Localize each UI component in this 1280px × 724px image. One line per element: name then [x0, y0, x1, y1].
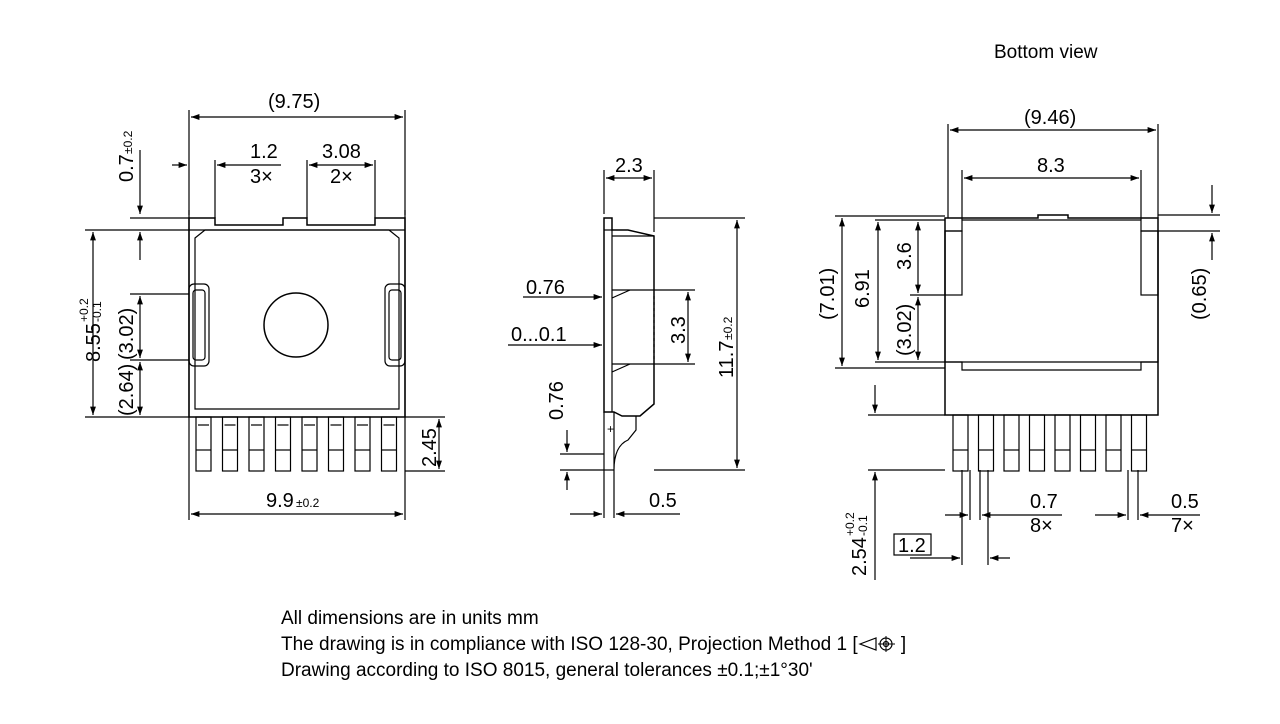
front-body-bevel — [194, 229, 400, 410]
front-lead — [380, 416, 398, 472]
front-window-bottom: (2.64) — [116, 364, 138, 416]
bottom-lead-pitch-tol-plus: +0.2 — [843, 512, 857, 536]
side-lead — [603, 412, 637, 518]
front-body-width: 9.9 — [266, 490, 294, 512]
bottom-lead-width-count: 8× — [1030, 515, 1053, 537]
bottom-leads — [952, 414, 1148, 472]
side-overall-length: 11.7 — [716, 341, 738, 378]
center-hole — [263, 292, 329, 358]
front-leads — [195, 416, 398, 472]
bottom-lead-pitch-tol-minus: -0.1 — [856, 515, 870, 536]
front-lead — [248, 416, 265, 472]
bottom-pad-upper: 3.6 — [894, 242, 916, 270]
projection-method-icon — [857, 636, 895, 652]
bottom-body-outline — [944, 214, 1159, 416]
bottom-lead-gap-count: 7× — [1171, 515, 1194, 537]
front-lead — [327, 416, 345, 472]
side-standoff: 0...0.1 — [511, 324, 567, 346]
bottom-lead — [1105, 414, 1122, 472]
front-lead — [354, 416, 371, 472]
bottom-lead-gap: 0.5 — [1171, 491, 1199, 513]
note-projection: The drawing is in compliance with ISO 12… — [281, 632, 906, 658]
bottom-lead — [1079, 414, 1097, 472]
front-body-width-tol: ±0.2 — [296, 496, 320, 510]
front-body-outline — [188, 217, 406, 418]
bottom-edge-offset: (0.65) — [1189, 268, 1211, 320]
front-lead — [221, 416, 239, 472]
bottom-pad-lower: (3.02) — [894, 304, 916, 356]
side-lead-thickness: 0.5 — [649, 490, 677, 512]
bottom-lead-width: 0.7 — [1030, 491, 1058, 513]
front-body-height-tol-plus: +0.2 — [77, 298, 91, 322]
side-lead-offset: 0.76 — [546, 381, 568, 420]
front-tab-width-count: 3× — [250, 166, 273, 188]
front-tab-pitch-count: 2× — [330, 166, 353, 188]
svg-text:+: + — [607, 422, 614, 436]
bottom-pad — [944, 219, 1159, 371]
side-upper-offset: 0.76 — [526, 277, 565, 299]
front-lead — [195, 416, 212, 472]
front-tab-top: 0.7 — [116, 154, 138, 182]
front-tab-pitch: 3.08 — [322, 141, 361, 163]
bottom-lead — [952, 414, 969, 472]
front-tab-width: 1.2 — [250, 141, 278, 163]
bottom-pad-width: 8.3 — [1037, 155, 1065, 177]
front-lead — [274, 416, 292, 472]
front-window-height: (3.02) — [116, 308, 138, 360]
front-body-height-tol-minus: -0.1 — [90, 301, 104, 322]
right-window — [384, 283, 406, 367]
package-outline-drawing: + — [77, 42, 1220, 580]
bottom-lead — [1054, 414, 1071, 472]
front-lead-length: 2.45 — [419, 428, 441, 467]
side-thickness: 2.3 — [615, 155, 643, 177]
side-body-outline — [603, 217, 655, 417]
drawing-notes: All dimensions are in units mm The drawi… — [281, 606, 906, 684]
front-lead — [301, 416, 318, 472]
front-body-height: 8.55 — [83, 323, 105, 362]
bottom-overall-width: (9.46) — [1024, 107, 1076, 129]
front-view — [85, 110, 445, 520]
side-overall-length-tol: ±0.2 — [721, 316, 735, 340]
bottom-pad-height-total: (7.01) — [817, 268, 839, 320]
note-tolerances: Drawing according to ISO 8015, general t… — [281, 660, 813, 681]
bottom-pad-height: 6.91 — [852, 269, 874, 308]
bottom-view-title: Bottom view — [994, 42, 1098, 63]
bottom-lead — [1003, 414, 1020, 472]
note-projection-close: ] — [900, 634, 907, 655]
left-window — [188, 283, 210, 367]
note-projection-text: The drawing is in compliance with ISO 12… — [281, 634, 858, 655]
front-overall-width: (9.75) — [268, 91, 320, 113]
bottom-view — [835, 124, 1220, 580]
bottom-lead — [1028, 414, 1046, 472]
bottom-lead — [1130, 414, 1148, 472]
bottom-lead — [977, 414, 995, 472]
note-units: All dimensions are in units mm — [281, 608, 539, 629]
bottom-lead-pitch-basic: 1.2 — [898, 535, 926, 557]
bottom-lead-pitch: 2.54 — [849, 537, 871, 576]
side-view: + — [508, 170, 745, 518]
front-tab-top-tol: ±0.2 — [121, 130, 135, 154]
side-slot-height: 3.3 — [668, 316, 690, 344]
